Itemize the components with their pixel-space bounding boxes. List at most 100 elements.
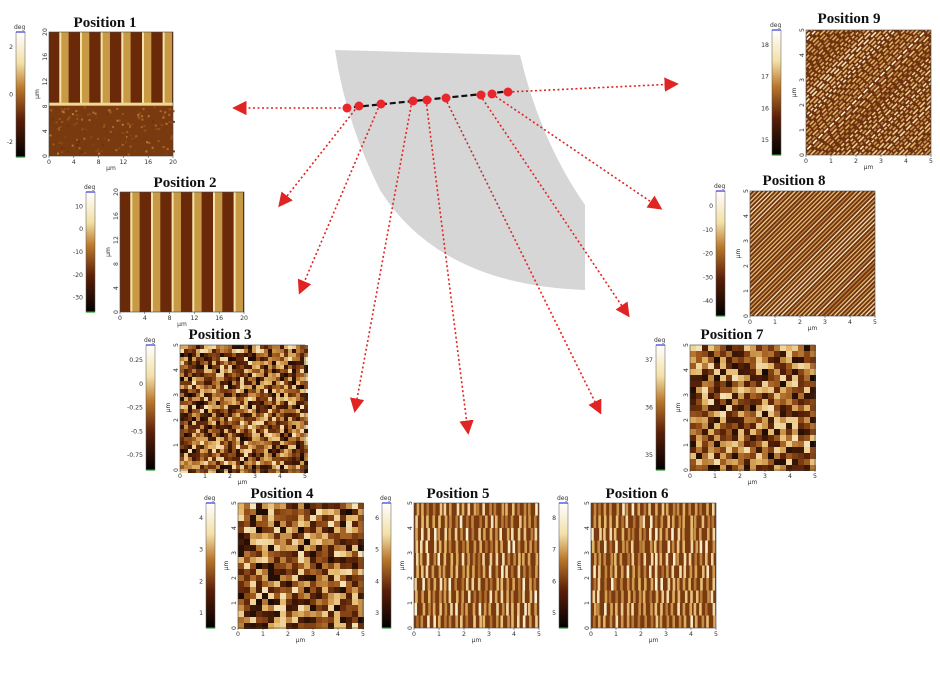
arrow-9 — [507, 77, 679, 93]
y-tick: 1 — [799, 128, 806, 132]
x-tick: 4 — [904, 158, 908, 165]
x-tick: 1 — [437, 631, 441, 638]
x-tick: 5 — [929, 158, 933, 165]
afm-image — [414, 503, 539, 628]
marker-6 — [441, 93, 451, 103]
x-tick: 4 — [788, 473, 792, 480]
y-tick: 4 — [113, 286, 120, 290]
x-tick: 0 — [178, 473, 182, 480]
colorbar-tick: -20 — [703, 251, 713, 258]
y-tick: 20 — [42, 28, 49, 36]
y-tick: 5 — [231, 501, 238, 505]
panel-title: Position 1 — [74, 15, 137, 31]
y-axis-unit: µm — [791, 88, 798, 98]
x-tick: 3 — [253, 473, 257, 480]
x-tick: 1 — [261, 631, 265, 638]
y-tick: 1 — [743, 289, 750, 293]
x-tick: 4 — [72, 159, 76, 166]
y-tick: 4 — [231, 526, 238, 530]
colorbar-tick: -10 — [703, 227, 713, 234]
y-tick: 4 — [799, 53, 806, 57]
colorbar-tick: -20 — [73, 272, 83, 279]
x-tick: 1 — [203, 473, 207, 480]
panel-title: Position 7 — [701, 327, 764, 343]
y-tick: 2 — [683, 418, 690, 422]
colorbar-tick: 17 — [761, 74, 769, 81]
y-tick: 2 — [799, 103, 806, 107]
y-tick: 0 — [584, 626, 591, 630]
x-axis-unit: µm — [808, 325, 818, 332]
y-tick: 5 — [743, 189, 750, 193]
y-tick: 3 — [799, 78, 806, 82]
colorbar — [715, 190, 726, 317]
x-tick: 5 — [813, 473, 817, 480]
colorbar-tick: 3 — [199, 547, 203, 554]
y-tick: 3 — [173, 393, 180, 397]
colorbar-tick: 8 — [552, 515, 556, 522]
y-tick: 12 — [113, 236, 120, 244]
x-tick: 2 — [228, 473, 232, 480]
y-tick: 1 — [407, 601, 414, 605]
y-axis-unit: µm — [735, 249, 742, 259]
y-tick: 8 — [42, 104, 49, 108]
y-tick: 3 — [231, 551, 238, 555]
colorbar — [85, 191, 96, 313]
y-axis-unit: µm — [576, 561, 583, 571]
y-axis-unit: µm — [34, 89, 41, 99]
x-axis-unit: µm — [864, 164, 874, 171]
y-tick: 1 — [173, 443, 180, 447]
x-tick: 3 — [664, 631, 668, 638]
colorbar-tick: -40 — [703, 298, 713, 305]
colorbar-unit: deg — [557, 495, 569, 502]
colorbar-tick: 37 — [645, 357, 653, 364]
x-tick: 1 — [713, 473, 717, 480]
colorbar-unit: deg — [84, 184, 96, 191]
x-tick: 20 — [240, 315, 248, 322]
afm-image — [591, 503, 716, 628]
x-tick: 4 — [278, 473, 282, 480]
panel-title: Position 4 — [251, 486, 314, 502]
y-axis-unit: µm — [165, 403, 172, 413]
afm-image — [806, 30, 931, 155]
x-tick: 2 — [798, 319, 802, 326]
afm-image — [180, 345, 308, 473]
x-tick: 2 — [854, 158, 858, 165]
y-tick: 5 — [584, 501, 591, 505]
x-axis-unit: µm — [177, 321, 187, 328]
colorbar-tick: 4 — [199, 515, 203, 522]
x-tick: 2 — [639, 631, 643, 638]
arrow-4 — [350, 100, 413, 413]
colorbar-tick: 6 — [375, 515, 379, 522]
x-tick: 5 — [714, 631, 718, 638]
colorbar-tick: 18 — [761, 42, 769, 49]
x-axis-unit: µm — [238, 479, 248, 486]
x-tick: 0 — [589, 631, 593, 638]
afm-image — [690, 345, 816, 471]
x-axis-unit: µm — [296, 637, 306, 644]
marker-2 — [354, 101, 364, 111]
y-tick: 8 — [113, 262, 120, 266]
y-tick: 0 — [231, 626, 238, 630]
y-tick: 4 — [584, 526, 591, 530]
x-tick: 1 — [614, 631, 618, 638]
y-tick: 0 — [42, 154, 49, 158]
x-axis-unit: µm — [472, 637, 482, 644]
afm-image — [238, 503, 364, 629]
x-tick: 16 — [215, 315, 223, 322]
y-tick: 4 — [683, 368, 690, 372]
x-tick: 3 — [879, 158, 883, 165]
colorbar-unit: deg — [14, 24, 26, 31]
y-tick: 3 — [407, 551, 414, 555]
colorbar — [145, 344, 156, 471]
panel-title: Position 8 — [763, 173, 826, 189]
x-tick: 2 — [738, 473, 742, 480]
y-tick: 0 — [113, 310, 120, 314]
colorbar-tick: 2 — [199, 578, 203, 585]
y-tick: 0 — [683, 468, 690, 472]
marker-3 — [376, 99, 386, 109]
y-tick: 20 — [113, 188, 120, 196]
